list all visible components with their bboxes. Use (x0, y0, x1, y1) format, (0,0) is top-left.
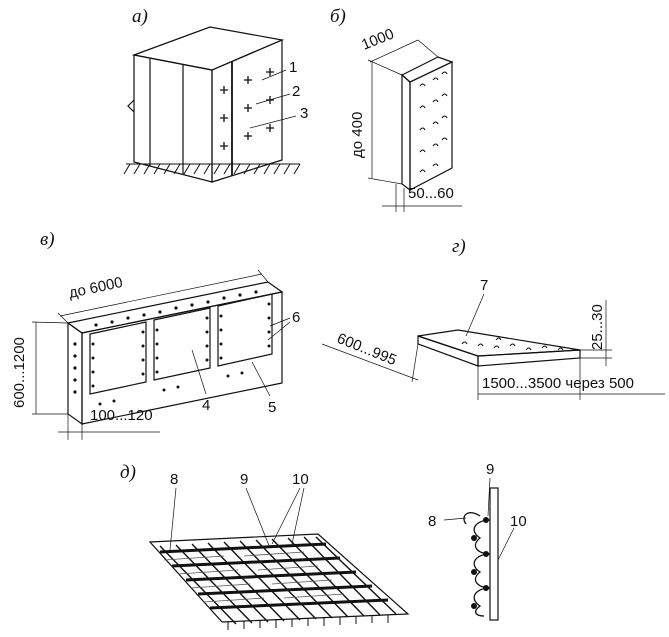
panel-v: в) до 6000 (11, 229, 300, 440)
panel-a: а) 1 2 3 (123, 6, 308, 183)
ext-length-1 (57, 312, 69, 324)
detail-callout-9: 9 (486, 461, 494, 478)
slab-anchors (419, 71, 448, 173)
thin-slab-side (417, 335, 479, 367)
end-face-holes (73, 342, 77, 394)
callout-2: 2 (292, 83, 300, 100)
callout-4: 4 (202, 397, 210, 414)
leader-9 (245, 487, 271, 549)
thin-slab-anchors (461, 337, 564, 351)
dim-line-top (369, 39, 419, 63)
opening-rivets (91, 302, 271, 406)
leader-8 (169, 487, 177, 551)
detail-leader-8 (443, 517, 467, 521)
opening-2 (153, 307, 211, 381)
leader-10a (271, 487, 301, 545)
dim-gwidth-text: 600...995 (335, 330, 399, 369)
leader-6b (267, 321, 291, 341)
dim-glen-text: 1500...3500 через 500 (482, 375, 634, 392)
callout-3: 3 (300, 105, 308, 122)
panel-d-label: д) (120, 462, 136, 483)
leader-4 (191, 349, 207, 395)
leader-1 (261, 69, 287, 81)
leader-7 (465, 293, 485, 337)
ext-height-bottom (367, 177, 403, 185)
callout-8: 8 (170, 471, 178, 488)
anchor-crosses (220, 68, 274, 150)
panel-g: г) 7 600...995 1500...3500 через 500 25.… (321, 236, 665, 400)
leader-3 (249, 115, 297, 129)
callout-1: 1 (289, 59, 297, 76)
slab-edge (401, 73, 411, 192)
detail-loops (463, 512, 491, 617)
top-face-holes (94, 290, 258, 327)
leader-5 (251, 361, 271, 397)
block-side-face (211, 39, 283, 183)
panel-front-face (81, 291, 283, 425)
ext-gwidth (411, 343, 419, 383)
panel-end-face (67, 321, 83, 426)
dim-vheight-text: 600...1200 (11, 337, 28, 408)
panel-d: д) 8 9 10 (120, 461, 527, 630)
mesh-ticks (227, 615, 389, 630)
dim-top-text: 1000 (359, 25, 396, 53)
panel-g-label: г) (452, 236, 466, 257)
opening-3 (217, 293, 273, 367)
ext-top-1 (367, 59, 403, 76)
detail-leader-9 (487, 477, 491, 517)
detail-knots (471, 517, 489, 609)
detail-bar-10 (489, 487, 499, 621)
callout-9: 9 (240, 471, 248, 488)
leader-6a (269, 317, 291, 327)
detail-callout-10: 10 (510, 513, 527, 530)
thin-slab-top (417, 329, 581, 357)
dim-bottom-text: 50...60 (408, 185, 454, 202)
slab-face (409, 61, 453, 191)
dim-line-gwidth (321, 343, 419, 381)
dim-vthk-text: 100...120 (90, 407, 153, 424)
dim-line-length (59, 273, 263, 317)
ext-length-2 (257, 269, 269, 283)
dim-length-text: до 6000 (67, 274, 124, 302)
dim-height-text: до 400 (349, 112, 366, 158)
thin-slab-front (477, 349, 581, 367)
block-front-face (133, 54, 213, 183)
block-top-face (131, 26, 285, 71)
break-mark (127, 99, 135, 113)
mesh-cross-bars (159, 542, 389, 610)
mesh-sheet (148, 533, 410, 623)
callout-10: 10 (292, 471, 309, 488)
leader-2 (255, 93, 291, 105)
leader-10b (291, 487, 305, 545)
slab-top (400, 56, 454, 83)
ext-top-2 (417, 39, 439, 58)
ground-hatch (123, 163, 301, 175)
callout-5: 5 (268, 399, 276, 416)
opening-1 (89, 321, 147, 395)
panel-a-label: а) (132, 6, 148, 27)
panel-b-label: б) (330, 6, 346, 27)
callout-6: 6 (292, 309, 300, 326)
ext-vheight-1 (31, 321, 69, 324)
panel-v-label: в) (40, 229, 55, 250)
detail-callout-8: 8 (428, 513, 436, 530)
panel-b: б) 1000 до 400 50...60 (330, 6, 462, 212)
detail-leader-10 (497, 527, 515, 561)
mesh-hatch (163, 551, 345, 603)
dim-gthk-text: 25...30 (589, 304, 606, 350)
callout-7: 7 (480, 277, 488, 294)
